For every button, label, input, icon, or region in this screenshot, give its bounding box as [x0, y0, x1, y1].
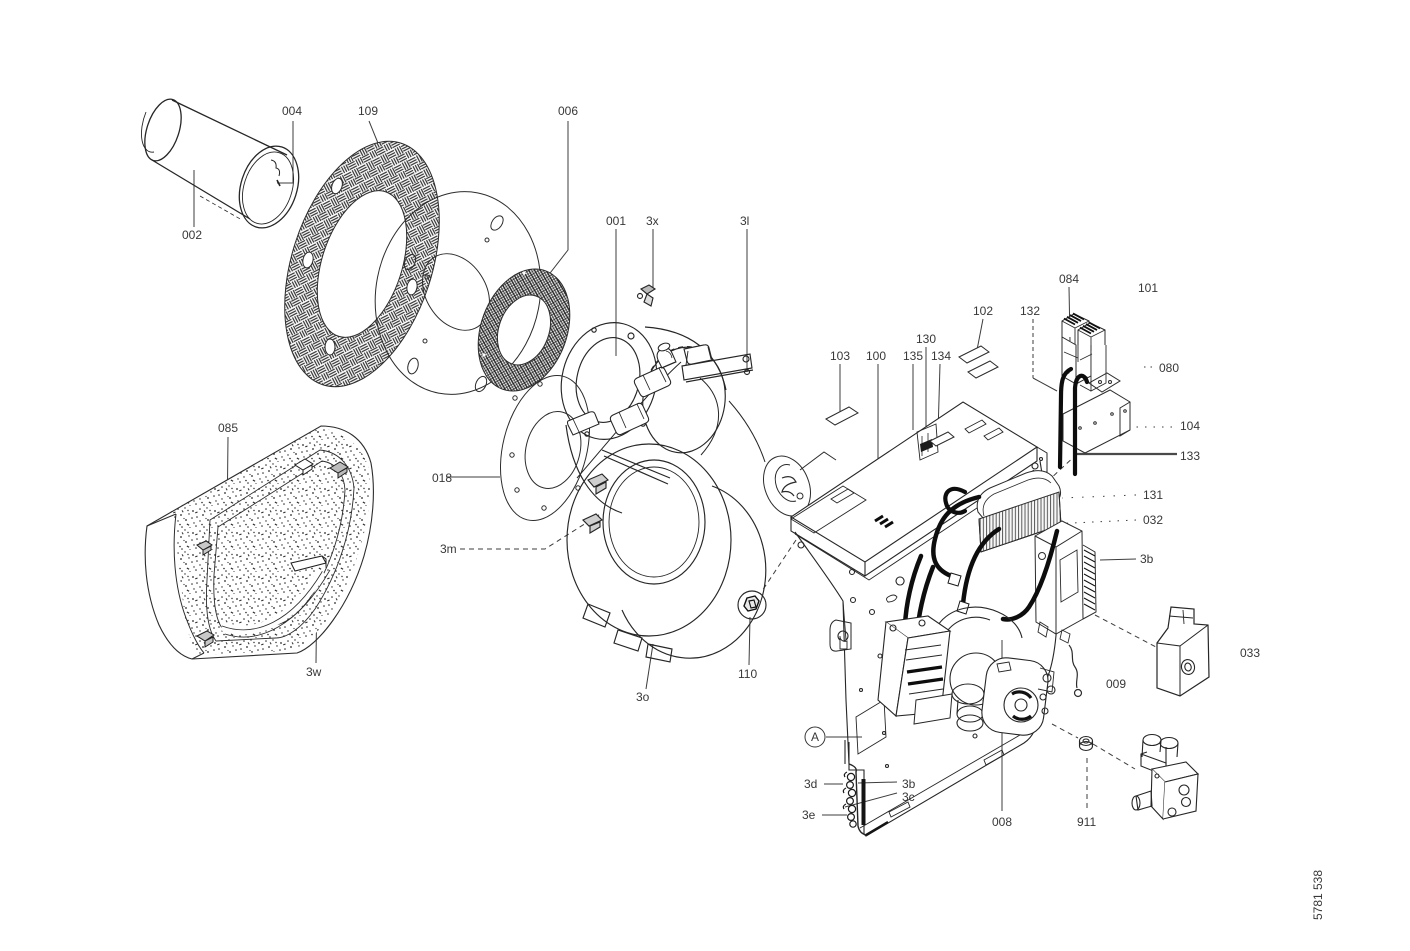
- svg-text:133: 133: [1180, 449, 1200, 463]
- svg-text:134: 134: [931, 349, 951, 363]
- svg-text:132: 132: [1020, 304, 1040, 318]
- svg-text:008: 008: [992, 815, 1012, 829]
- svg-text:3b: 3b: [902, 777, 916, 791]
- svg-text:033: 033: [1240, 646, 1260, 660]
- svg-text:101: 101: [1138, 281, 1158, 295]
- svg-text:110: 110: [738, 667, 757, 681]
- svg-text:084: 084: [1059, 272, 1079, 286]
- svg-text:080: 080: [1159, 361, 1179, 375]
- svg-text:103: 103: [830, 349, 850, 363]
- svg-text:002: 002: [182, 228, 202, 242]
- svg-text:032: 032: [1143, 513, 1163, 527]
- svg-text:3d: 3d: [804, 777, 817, 791]
- svg-text:3e: 3e: [802, 808, 816, 822]
- svg-text:3w: 3w: [306, 665, 322, 679]
- svg-text:006: 006: [558, 104, 578, 118]
- svg-text:A: A: [811, 730, 819, 744]
- svg-text:102: 102: [973, 304, 993, 318]
- svg-text:104: 104: [1180, 419, 1200, 433]
- svg-text:911: 911: [1077, 815, 1096, 829]
- svg-text:3b: 3b: [1140, 552, 1154, 566]
- svg-text:100: 100: [866, 349, 886, 363]
- svg-text:085: 085: [218, 421, 238, 435]
- svg-text:130: 130: [916, 332, 936, 346]
- svg-text:004: 004: [282, 104, 302, 118]
- svg-text:135: 135: [903, 349, 923, 363]
- svg-text:131: 131: [1143, 488, 1163, 502]
- svg-text:018: 018: [432, 471, 452, 485]
- svg-text:009: 009: [1106, 677, 1126, 691]
- svg-text:5781 538: 5781 538: [1311, 870, 1325, 920]
- svg-text:3x: 3x: [646, 214, 659, 228]
- svg-text:109: 109: [358, 104, 378, 118]
- svg-text:3o: 3o: [636, 690, 650, 704]
- svg-text:3m: 3m: [440, 542, 457, 556]
- svg-text:3c: 3c: [902, 790, 915, 804]
- svg-text:001: 001: [606, 214, 626, 228]
- svg-text:3l: 3l: [740, 214, 749, 228]
